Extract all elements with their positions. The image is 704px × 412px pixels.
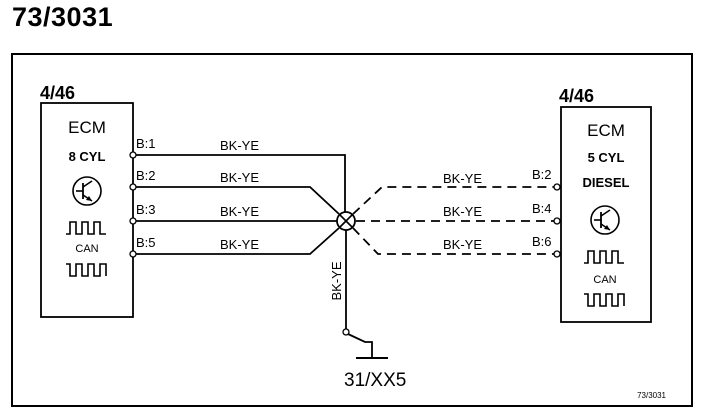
right-wires [352,186,561,255]
ground-wire-color-label: BK-YE [329,261,344,300]
left-ecm-can-label: CAN [75,243,98,255]
left-ecm-name: ECM [68,118,106,137]
ground-id: 31/XX5 [344,370,406,391]
left-ecm-ref: 4/46 [40,83,75,103]
right-pin-terminals [553,183,561,258]
wire [133,186,340,215]
wire-color-label: BK-YE [220,204,259,219]
left-ecm-variant: 8 CYL [69,149,106,164]
square-wave-icon [584,293,625,307]
left-ecm: 4/46 ECM 8 CYL CAN [40,83,134,318]
pin-label: B:6 [532,234,552,249]
right-ecm-variant-1: 5 CYL [588,150,625,165]
square-wave-icon [584,250,624,264]
left-pin-terminals [129,151,137,258]
pin-label: B:3 [136,202,156,217]
ground-terminal [342,328,350,336]
wire-color-label: BK-YE [220,170,259,185]
right-ecm-ref: 4/46 [559,86,594,106]
square-wave-icon [66,221,106,235]
pin-label: B:2 [532,167,552,182]
wire [352,186,561,215]
right-ecm-can-label: CAN [593,274,616,286]
footer-diagram-id: 73/3031 [637,391,666,400]
wire-color-label: BK-YE [443,171,482,186]
pin-label: B:4 [532,201,552,216]
transistor-icon [72,176,102,206]
wire-color-label: BK-YE [443,204,482,219]
left-wires [133,154,346,255]
right-ecm-name: ECM [587,121,625,140]
right-ecm: 4/46 ECM 5 CYL DIESEL CAN [559,86,652,323]
wire-color-label: BK-YE [220,138,259,153]
square-wave-icon [66,263,107,277]
ground-strap [347,333,373,358]
right-ecm-variant-2: DIESEL [583,175,630,190]
wire [133,154,346,212]
wire [352,227,561,255]
pin-label: B:5 [136,235,156,250]
pin-label: B:1 [136,136,156,151]
diagram-frame [11,53,693,407]
wire-color-label: BK-YE [220,237,259,252]
left-ecm-box [40,102,134,318]
diagram-title: 73/3031 [12,2,114,32]
transistor-icon [590,205,620,235]
right-ecm-box [560,106,652,323]
wire [133,227,340,255]
splice-icon [336,211,356,231]
pin-label: B:2 [136,168,156,183]
wire-color-label: BK-YE [443,237,482,252]
